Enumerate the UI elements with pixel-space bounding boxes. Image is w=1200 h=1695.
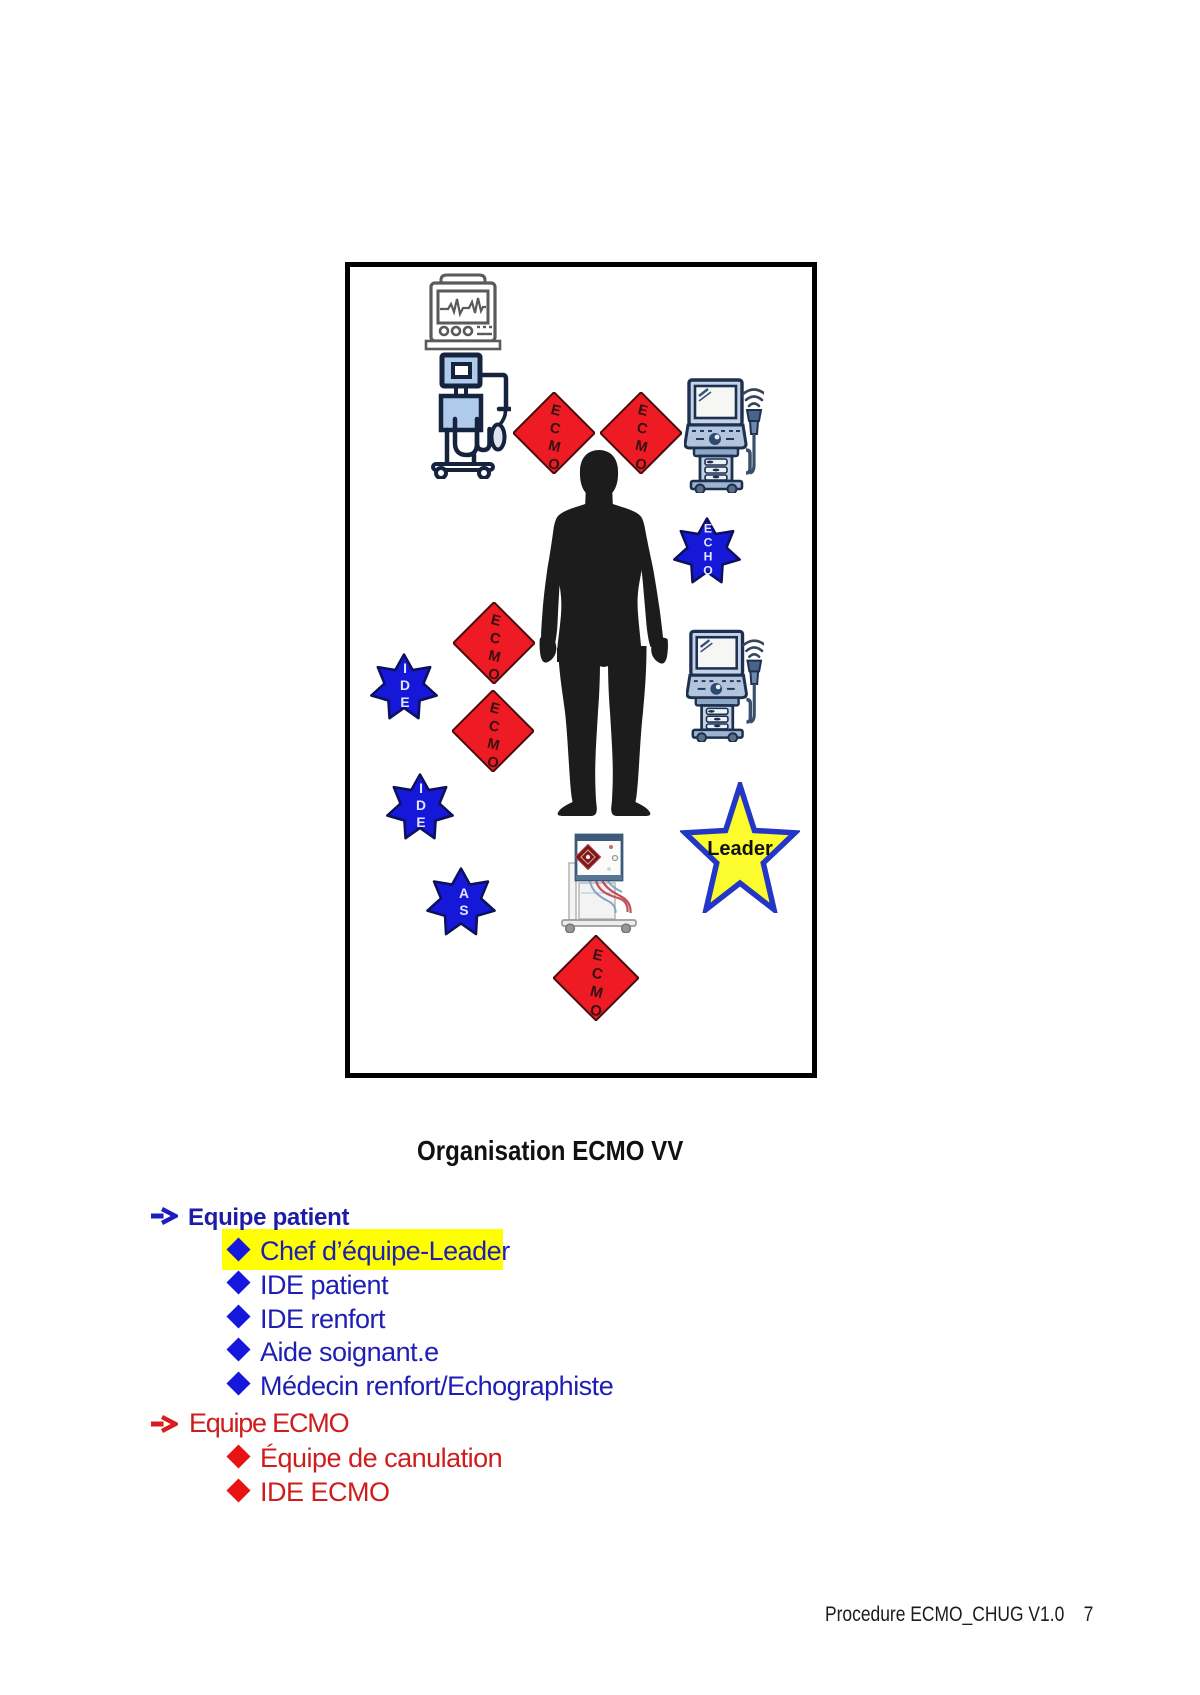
svg-text:C: C bbox=[488, 630, 503, 648]
svg-text:M: M bbox=[634, 438, 650, 456]
svg-text:E: E bbox=[489, 612, 503, 630]
svg-text:E: E bbox=[549, 402, 563, 420]
svg-text:M: M bbox=[547, 438, 563, 456]
svg-text:E: E bbox=[400, 695, 409, 710]
svg-text:M: M bbox=[487, 648, 503, 666]
svg-text:E: E bbox=[416, 815, 425, 830]
svg-text:C: C bbox=[590, 964, 605, 983]
svg-text:I: I bbox=[419, 781, 423, 796]
svg-text:C: C bbox=[487, 718, 502, 736]
svg-text:Leader: Leader bbox=[707, 838, 773, 860]
svg-text:E: E bbox=[636, 402, 650, 420]
svg-text:D: D bbox=[416, 798, 426, 813]
svg-text:M: M bbox=[588, 983, 604, 1003]
svg-text:M: M bbox=[486, 736, 502, 754]
svg-text:C: C bbox=[548, 420, 563, 438]
svg-text:E: E bbox=[704, 522, 712, 536]
svg-text:O: O bbox=[588, 1001, 604, 1020]
svg-text:H: H bbox=[704, 550, 713, 564]
svg-text:C: C bbox=[704, 536, 713, 550]
svg-text:C: C bbox=[635, 420, 650, 438]
svg-text:I: I bbox=[403, 661, 407, 676]
svg-text:E: E bbox=[488, 700, 502, 718]
svg-text:D: D bbox=[400, 678, 410, 693]
svg-text:O: O bbox=[486, 666, 501, 684]
svg-text:O: O bbox=[633, 456, 648, 474]
svg-text:O: O bbox=[546, 456, 561, 474]
svg-text:O: O bbox=[485, 754, 500, 772]
svg-text:A: A bbox=[459, 886, 469, 901]
svg-text:S: S bbox=[459, 903, 468, 918]
svg-text:O: O bbox=[703, 564, 712, 578]
svg-text:E: E bbox=[591, 946, 605, 965]
